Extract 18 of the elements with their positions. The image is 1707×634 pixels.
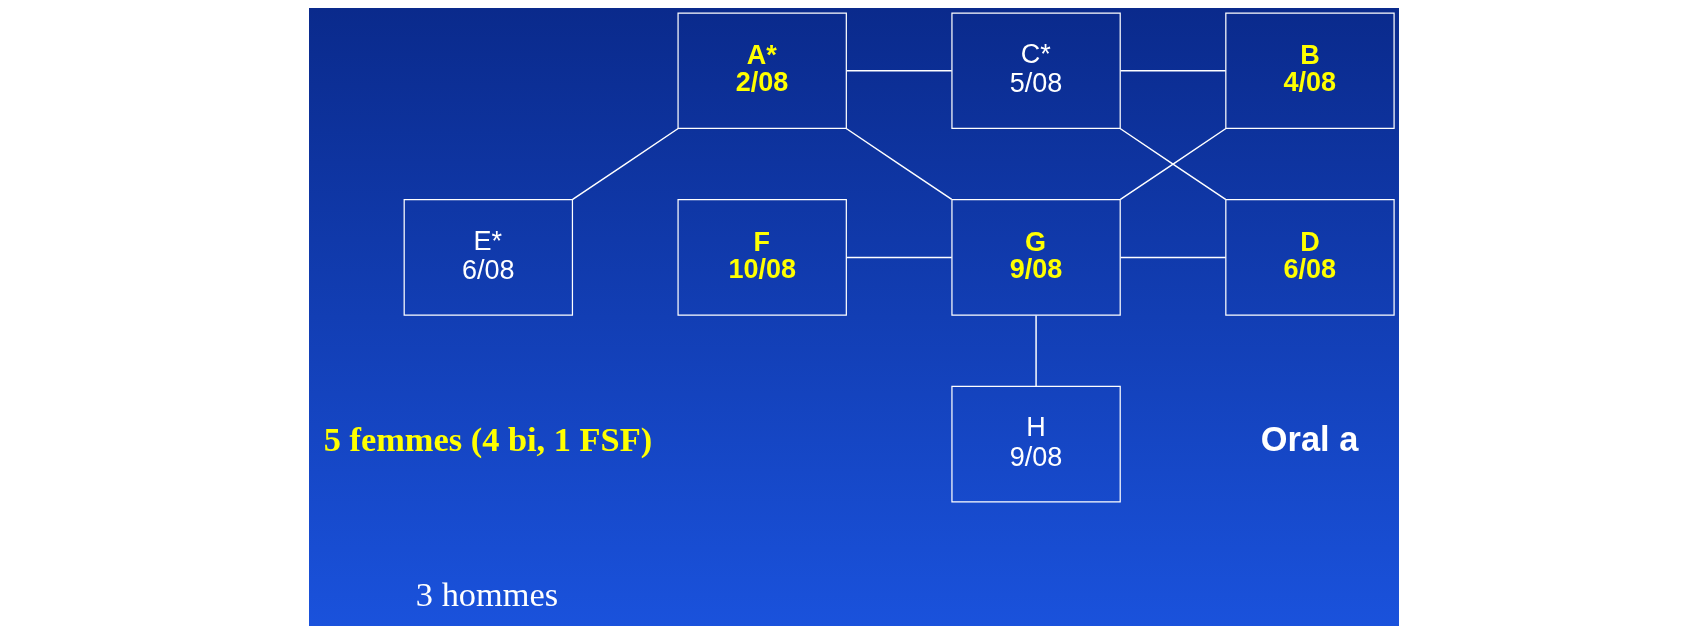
connector bbox=[1119, 70, 1226, 72]
node-box: H 9/08 bbox=[950, 385, 1121, 503]
node-box: B 4/08 bbox=[1224, 12, 1395, 130]
connector bbox=[845, 127, 952, 201]
node-box: A* 2/08 bbox=[676, 12, 847, 130]
label: 5 femmes (4 bi, 1 FSF) bbox=[323, 420, 652, 459]
label: 3 hommes bbox=[415, 574, 558, 613]
node-box: C* 5/08 bbox=[950, 12, 1121, 130]
connector bbox=[845, 256, 952, 259]
node-box: G 9/08 bbox=[950, 199, 1121, 316]
connector bbox=[1119, 256, 1226, 259]
node-box: E* 6/08 bbox=[403, 199, 573, 316]
node-box: D 6/08 bbox=[1224, 199, 1395, 316]
label: Oral a bbox=[1260, 420, 1358, 459]
connector bbox=[845, 70, 952, 72]
connector bbox=[571, 127, 679, 201]
connector bbox=[1034, 314, 1037, 388]
node-box: F 10/08 bbox=[676, 199, 847, 316]
